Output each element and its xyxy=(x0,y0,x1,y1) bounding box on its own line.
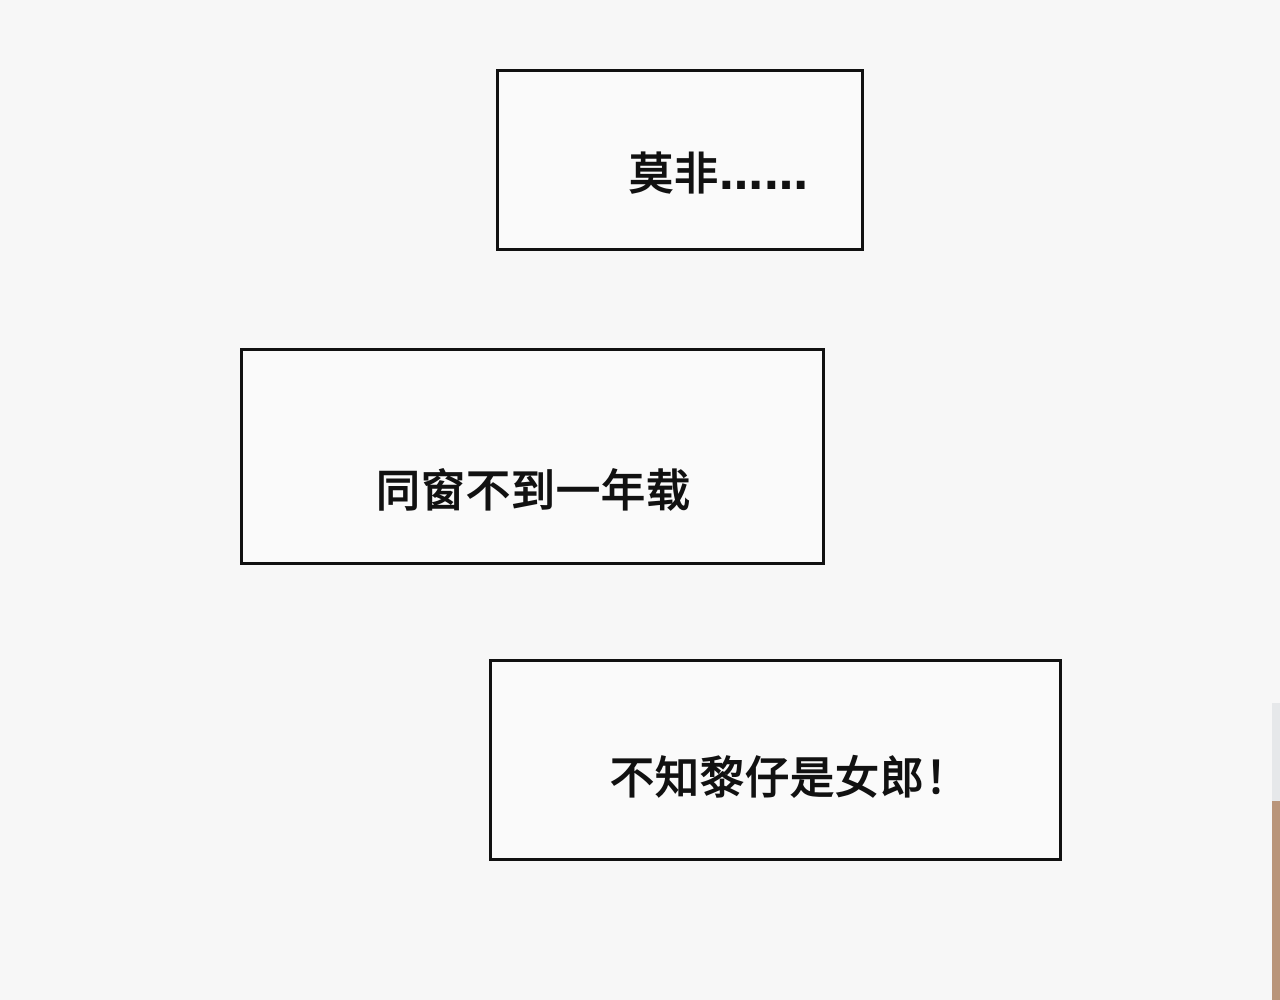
caption-box-3: 不知黎仔是女郎！ xyxy=(489,659,1062,861)
caption-box-1: 莫非…… xyxy=(496,69,864,251)
caption-text-3: 不知黎仔是女郎！ xyxy=(610,753,970,804)
caption-text-1: 莫非…… xyxy=(629,149,809,200)
panel-art-fragment xyxy=(1272,801,1280,1000)
caption-text-2: 同窗不到一年载 xyxy=(376,466,691,517)
caption-box-2: 同窗不到一年载 xyxy=(240,348,825,565)
next-panel-edge-art xyxy=(1272,703,1280,1000)
